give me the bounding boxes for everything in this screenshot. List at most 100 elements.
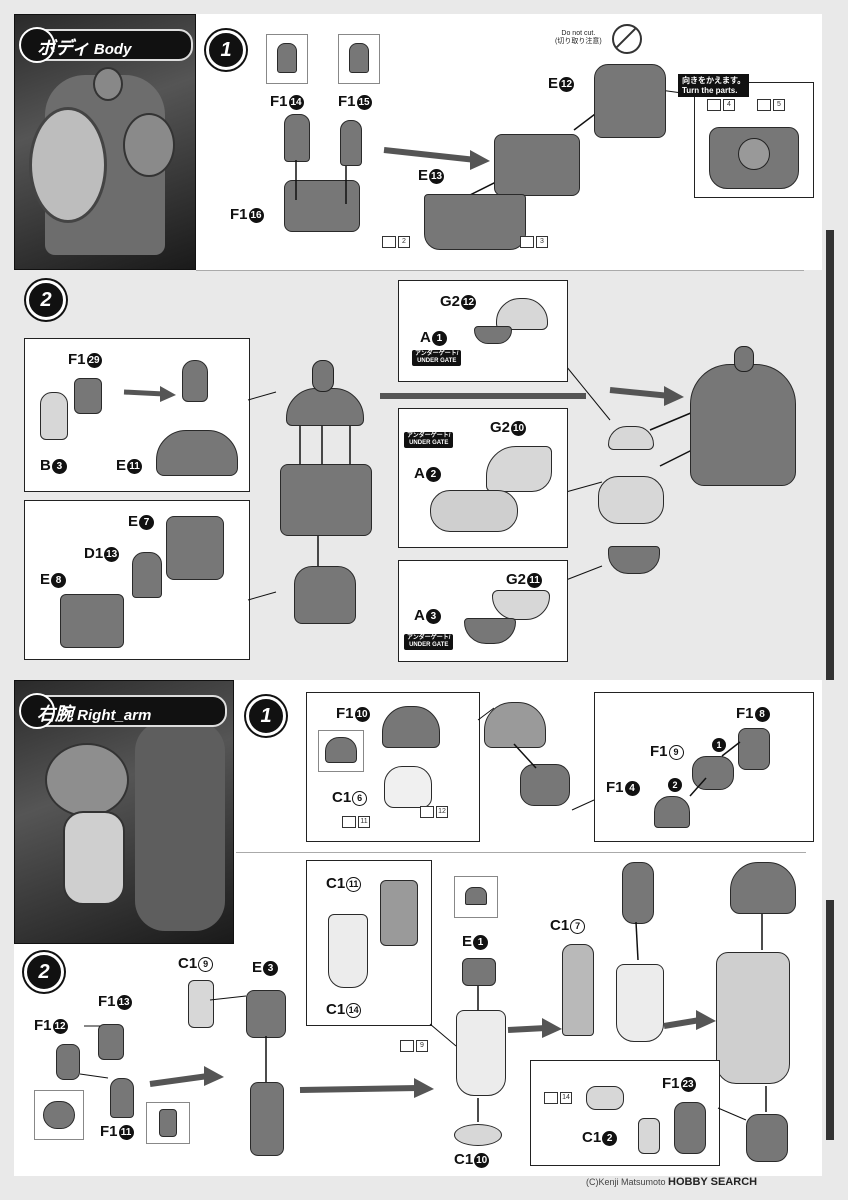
under-gate-label-3: アンダーゲート/UNDER GATE — [404, 634, 454, 651]
body-section-header: ボディ Body — [14, 14, 196, 270]
part-g2-12 — [496, 298, 548, 330]
arm-step2-number: 2 — [24, 952, 64, 992]
torso-completed — [690, 364, 796, 486]
body-divider — [196, 270, 804, 271]
torso-lower — [294, 566, 356, 624]
do-not-cut-icon — [612, 24, 642, 54]
part-f1-8 — [738, 728, 770, 770]
part-f1-4-cap — [654, 796, 690, 828]
part-c1-9 — [188, 980, 214, 1028]
under-gate-label-1: アンダーゲート/UNDER GATE — [412, 350, 462, 367]
part-g2-10 — [486, 446, 552, 492]
arm-title-jp: 右腕 — [37, 704, 73, 724]
part-c1-14 — [328, 914, 368, 988]
turned-part-back — [709, 127, 799, 189]
arm-step2-arrows — [79, 914, 767, 1122]
arm-photo-torso — [135, 721, 225, 931]
arm-section-title: 右腕 Right_arm — [37, 700, 151, 726]
completed-shoulder — [730, 862, 796, 914]
f15-ref-part — [349, 43, 369, 73]
under-gate-label-2: アンダーゲート/UNDER GATE — [404, 432, 454, 449]
part-f1-11 — [110, 1078, 134, 1118]
do-not-cut-note: Do not cut. (切り取り注意) — [555, 30, 602, 46]
wrist-joint — [622, 862, 654, 924]
order-badge-2: 2 — [668, 778, 682, 792]
torso-core — [280, 464, 372, 536]
part-f1-23 — [674, 1102, 706, 1154]
part-f1-10 — [382, 706, 440, 748]
e1-ref-box — [454, 876, 498, 918]
part-f1-12 — [56, 1044, 80, 1080]
f15-reference-box — [338, 34, 380, 84]
body-step1-number: 1 — [206, 30, 246, 70]
cut-mark-9: 9 — [400, 1040, 428, 1052]
part-f1-15 — [340, 120, 362, 166]
arm-title-en: Right_arm — [77, 707, 152, 724]
arm-step1-number: 1 — [246, 696, 286, 736]
cut-mark-14: 14 — [544, 1092, 572, 1104]
part-e-13 — [424, 194, 526, 250]
cut-mark-11: 11 — [342, 816, 370, 828]
figure-shoulder — [123, 113, 175, 177]
body-title-jp: ボディ — [37, 38, 90, 58]
arm-step1-arrows — [477, 707, 741, 811]
forearm-assembly — [456, 1010, 506, 1096]
part-c1-7 — [562, 944, 594, 1036]
turn-parts-inset: 4 5 — [694, 82, 814, 198]
body-core-assembly — [494, 134, 580, 196]
part-f1-14 — [284, 114, 310, 162]
order-badge-1: 1 — [712, 738, 726, 752]
shoulder-joint — [520, 764, 570, 806]
arm-photo-shoulder — [45, 743, 129, 817]
cut-mark-5: 5 — [757, 99, 785, 111]
part-a-2 — [430, 490, 518, 532]
completed-arm — [716, 952, 790, 1084]
footer-credit: (C)Kenji Matsumoto — [586, 1177, 666, 1187]
footer-logo: HOBBY SEARCH — [668, 1176, 758, 1188]
part-c1-11 — [380, 880, 418, 946]
part-e-3 — [246, 990, 286, 1038]
neck-subassembly — [182, 360, 208, 402]
f14-reference-box — [266, 34, 308, 84]
part-b-3 — [40, 392, 68, 440]
chest-lower-plate — [608, 546, 660, 574]
part-f1-13 — [98, 1024, 124, 1060]
upper-arm-assembly — [250, 1082, 284, 1156]
completed-hand — [746, 1114, 788, 1162]
part-e-12 — [594, 64, 666, 138]
turn-parts-label: 向きをかえます。 Turn the parts. — [678, 74, 750, 98]
forearm-with-joint — [616, 964, 664, 1042]
part-e-1 — [462, 958, 496, 986]
part-d1-13 — [132, 552, 162, 598]
body-title-en: Body — [93, 41, 132, 58]
figure-head — [93, 67, 123, 101]
f14-ref-part — [277, 43, 297, 73]
hand-ref-part — [586, 1086, 624, 1110]
cut-mark-12: 12 — [420, 806, 448, 818]
torso-neck — [312, 360, 334, 392]
figure-chest-emblem — [29, 107, 107, 223]
